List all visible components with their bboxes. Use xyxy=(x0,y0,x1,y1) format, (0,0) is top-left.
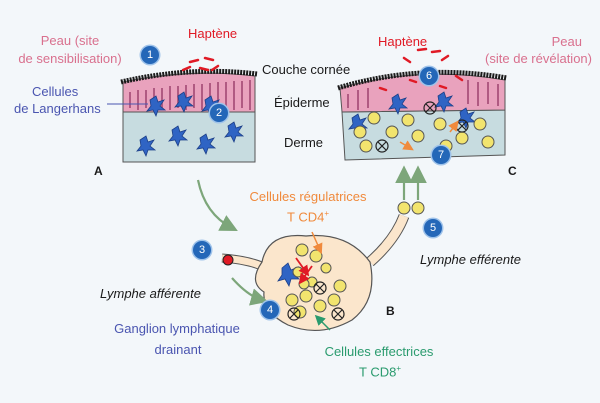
lymph-node xyxy=(221,201,425,332)
label-peau-sensibilisation-1: Peau (site xyxy=(40,33,100,48)
label-langerhans-2: de Langerhans xyxy=(14,101,101,116)
label-effectrices-1: Cellules effectrices xyxy=(324,344,434,359)
label-couche-cornee: Couche cornée xyxy=(262,62,351,77)
label-haptene-right: Haptène xyxy=(378,34,428,49)
panel-letter-b: B xyxy=(386,304,395,318)
label-regulatrices-sup: + xyxy=(324,209,329,218)
panel-letter-c: C xyxy=(508,164,517,178)
label-epiderme: Épiderme xyxy=(274,95,330,110)
skin-block-sensitization xyxy=(107,56,258,163)
label-ganglion-2: drainant xyxy=(154,342,202,357)
label-derme: Derme xyxy=(284,135,324,150)
step-badge-7: 7 xyxy=(432,146,450,164)
label-regulatrices-1: Cellules régulatrices xyxy=(249,189,367,204)
step-badge-6: 6 xyxy=(420,67,438,85)
label-lymphe-efferente: Lymphe efférente xyxy=(420,252,521,267)
label-effectrices-2-text: T CD8 xyxy=(359,364,397,380)
label-effectrices-sup: + xyxy=(396,364,401,373)
step-badge-4: 4 xyxy=(261,301,279,319)
step-badge-5: 5 xyxy=(424,219,442,237)
label-peau-sensibilisation-2: de sensibilisation) xyxy=(18,51,122,66)
step-badge-1: 1 xyxy=(141,46,159,64)
skin-block-elicitation xyxy=(337,47,508,161)
label-ganglion-1: Ganglion lymphatique xyxy=(114,321,240,336)
process-arrows xyxy=(196,165,427,306)
label-effectrices-2: T CD8+ xyxy=(352,361,408,379)
label-lymphe-afferente: Lymphe afférente xyxy=(100,286,201,301)
label-peau-revelation-1: Peau xyxy=(551,34,582,49)
panel-letter-a: A xyxy=(94,164,103,178)
label-regulatrices-2: T CD4+ xyxy=(278,206,338,224)
label-regulatrices-2-text: T CD4 xyxy=(287,209,325,225)
label-haptene-left: Haptène xyxy=(188,26,238,41)
step-badge-2: 2 xyxy=(210,104,228,122)
step-badge-3: 3 xyxy=(193,241,211,259)
label-peau-revelation-2: (site de révélation) xyxy=(485,51,592,66)
label-langerhans-1: Cellules xyxy=(32,84,79,99)
